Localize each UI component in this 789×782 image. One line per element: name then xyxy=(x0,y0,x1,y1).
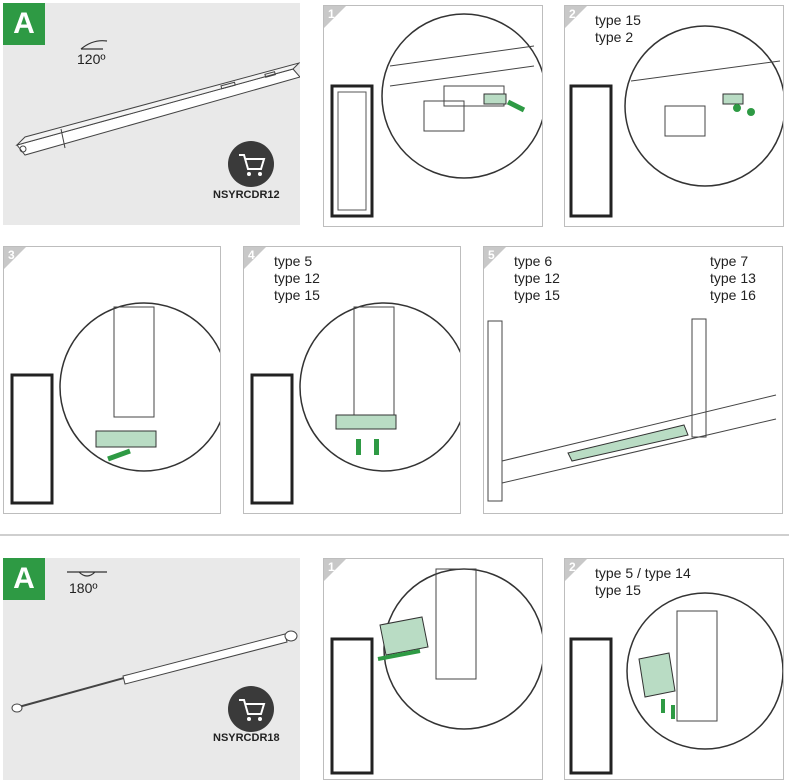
step-4-panel: 4 type 5 type 12 type 15 xyxy=(243,246,461,514)
step-number: 4 xyxy=(248,248,255,262)
type-label: type 15 xyxy=(274,287,320,303)
type-list-left: type 6 type 12 type 15 xyxy=(514,253,560,304)
section-a-top-panel: A 120º NSYRCDR12 xyxy=(3,3,300,225)
type-label: type 5 xyxy=(274,253,313,269)
step-2-panel: 2 type 15 type 2 xyxy=(564,5,784,227)
type-label: type 2 xyxy=(595,29,634,45)
type-label: type 15 xyxy=(595,582,641,598)
type-label: type 15 xyxy=(595,12,641,28)
damper-rod-illustration xyxy=(15,62,300,156)
type-label: type 13 xyxy=(710,270,756,286)
section-badge: A xyxy=(3,3,45,45)
step-corner xyxy=(324,559,346,581)
step-corner xyxy=(484,247,506,269)
gas-spring-illustration xyxy=(11,630,298,713)
product-code: NSYRCDR18 xyxy=(213,732,280,744)
step-corner xyxy=(4,247,26,269)
type-list: type 15 type 2 xyxy=(595,12,641,46)
cabinet-detail-illustration xyxy=(10,302,220,505)
type-label: type 15 xyxy=(514,287,560,303)
type-label: type 12 xyxy=(514,270,560,286)
shopping-cart-icon xyxy=(228,141,274,187)
type-list: type 5 / type 14 type 15 xyxy=(595,565,691,599)
type-list-right: type 7 type 13 type 16 xyxy=(710,253,756,304)
product-code: NSYRCDR12 xyxy=(213,189,280,201)
cabinet-detail-illustration xyxy=(569,25,783,218)
cabinet-detail-illustration xyxy=(330,568,542,775)
section-divider xyxy=(0,534,789,536)
type-label: type 7 xyxy=(710,253,749,269)
angle-icon xyxy=(67,571,107,577)
step-number: 2 xyxy=(569,560,576,574)
step-corner xyxy=(565,559,587,581)
step-corner xyxy=(244,247,266,269)
step-5-panel: 5 type 6 type 12 type 15 type 7 type 13 … xyxy=(483,246,783,514)
section-badge: A xyxy=(3,558,45,600)
step-3-panel: 3 xyxy=(3,246,221,514)
angle-icon xyxy=(80,40,108,50)
type-list: type 5 type 12 type 15 xyxy=(274,253,320,304)
angle-label: 180º xyxy=(69,580,98,596)
type-label: type 12 xyxy=(274,270,320,286)
step-number: 1 xyxy=(328,560,335,574)
cabinet-detail-illustration xyxy=(250,302,460,505)
bottom-step-1-panel: 1 xyxy=(323,558,543,780)
bottom-step-2-panel: 2 type 5 / type 14 type 15 xyxy=(564,558,784,780)
step-1-panel: 1 xyxy=(323,5,543,227)
step-number: 5 xyxy=(488,248,495,262)
type-label: type 16 xyxy=(710,287,756,303)
type-label: type 6 xyxy=(514,253,553,269)
cabinet-detail-illustration xyxy=(330,13,542,218)
step-corner xyxy=(565,6,587,28)
step-number: 1 xyxy=(328,7,335,21)
type-label: type 5 / type 14 xyxy=(595,565,691,581)
step-number: 2 xyxy=(569,7,576,21)
cabinet-frame-illustration xyxy=(487,318,777,502)
cabinet-detail-illustration xyxy=(569,592,783,775)
angle-label: 120º xyxy=(77,51,106,67)
section-a-bottom-panel: A 180º NSYRCDR18 xyxy=(3,558,300,780)
shopping-cart-icon xyxy=(228,686,274,732)
step-corner xyxy=(324,6,346,28)
step-number: 3 xyxy=(8,248,15,262)
